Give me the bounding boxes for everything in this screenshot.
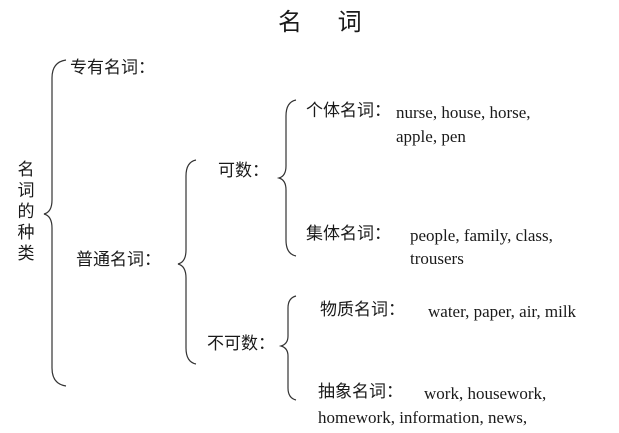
countable-brace: [276, 99, 297, 257]
countable-label: 可数：: [218, 161, 269, 181]
individual-noun-label: 个体名词：: [306, 101, 391, 121]
collective-examples-line-2: trousers: [410, 249, 464, 268]
material-noun-label: 物质名词：: [320, 300, 405, 320]
root-brace: [43, 59, 67, 387]
page-title: 名 词: [278, 8, 376, 36]
proper-noun-label: 专有名词：: [70, 58, 155, 78]
individual-examples-line-1: nurse, house, horse,: [396, 103, 531, 122]
collective-noun-label: 集体名词：: [306, 224, 391, 244]
individual-examples-line-2: apple, pen: [396, 127, 466, 146]
common-brace: [177, 159, 197, 365]
uncountable-label: 不可数：: [207, 334, 275, 354]
abstract-noun-label: 抽象名词：: [318, 382, 403, 402]
common-noun-label: 普通名词：: [76, 250, 161, 270]
root-label: 名词的种类: [17, 160, 35, 264]
abstract-examples-line-2: homework, information, news,: [318, 408, 528, 427]
abstract-examples-line-1: work, housework,: [424, 384, 547, 403]
uncountable-brace: [278, 295, 297, 401]
collective-examples-line-1: people, family, class,: [410, 226, 553, 245]
material-examples-line-1: water, paper, air, milk: [428, 302, 577, 321]
